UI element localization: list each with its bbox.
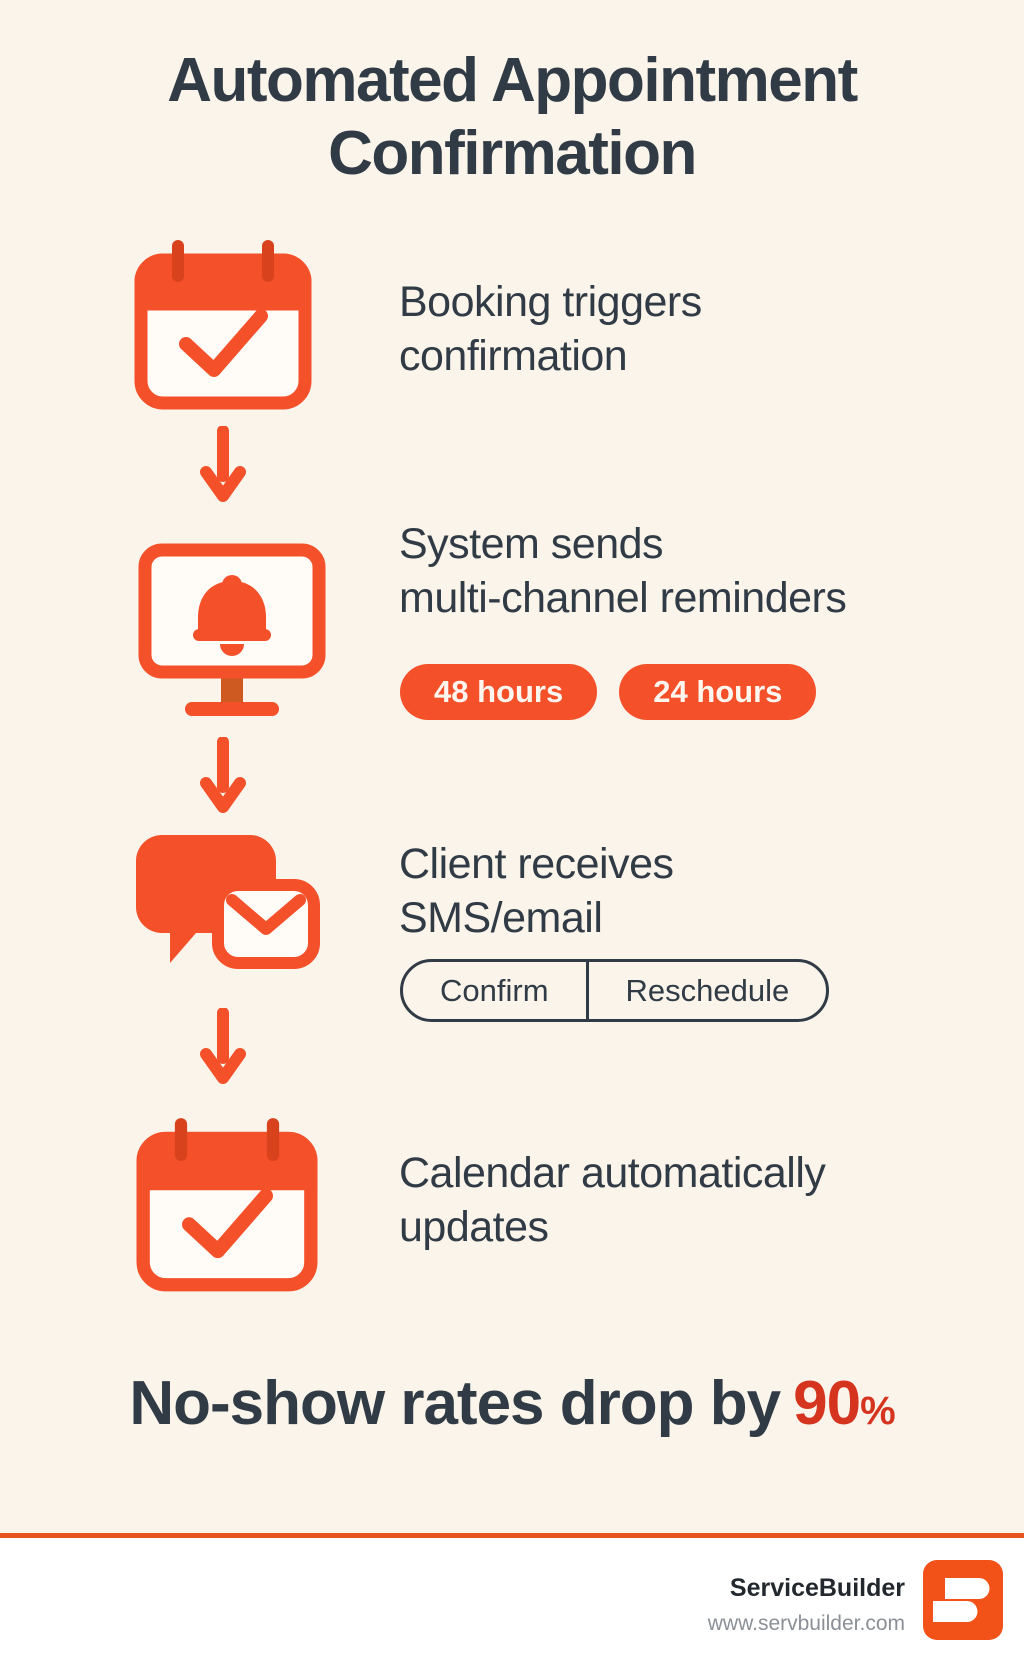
arrow-down-icon (200, 1008, 246, 1088)
step4-line1: Calendar automatically (399, 1149, 826, 1197)
response-button-group: Confirm Reschedule (400, 959, 830, 1022)
arrow-down-icon (200, 737, 246, 817)
button-divider (585, 962, 589, 1019)
step2-label: System sends multi-channel reminders (399, 517, 847, 625)
brand-name: ServiceBuilder (729, 1574, 905, 1602)
step2-line2: multi-channel reminders (399, 574, 847, 622)
reschedule-button[interactable]: Reschedule (589, 962, 827, 1019)
page-title-line1: Automated Appointment (167, 46, 858, 115)
step3-line2: SMS/email (399, 894, 603, 942)
step1-label: Booking triggers confirmation (399, 275, 702, 383)
badge-24-hours: 24 hours (619, 664, 817, 720)
step1-line1: Booking triggers (399, 278, 702, 326)
step3-label: Client receives SMS/email (399, 837, 674, 945)
stat-value: 90 (793, 1369, 861, 1438)
reminder-badges: 48 hours 24 hours (400, 664, 817, 720)
page-title: Automated Appointment Confirmation (0, 44, 1024, 190)
calendar-check-icon (136, 1113, 318, 1295)
step4-label: Calendar automatically updates (399, 1146, 826, 1254)
confirm-button[interactable]: Confirm (403, 962, 586, 1019)
headline-prefix: No-show rates drop by (129, 1369, 781, 1438)
footer-divider (0, 1533, 1024, 1538)
monitor-bell-icon (138, 543, 326, 717)
page-title-line2: Confirmation (328, 119, 697, 188)
website-url: www.servbuilder.com (707, 1612, 905, 1635)
step4-line2: updates (399, 1203, 549, 1251)
step2-line1: System sends (399, 520, 664, 568)
step1-line2: confirmation (399, 332, 628, 380)
chat-mail-icon (128, 833, 322, 969)
arrow-down-icon (200, 426, 246, 506)
footer-text: ServiceBuilder www.servbuilder.com (708, 1572, 905, 1638)
badge-48-hours: 48 hours (400, 664, 598, 720)
servicebuilder-logo-icon (923, 1560, 1003, 1640)
step3-line1: Client receives (399, 840, 674, 888)
footer: ServiceBuilder www.servbuilder.com (0, 1538, 1024, 1666)
calendar-check-icon (134, 238, 312, 410)
stat-unit: % (860, 1389, 896, 1433)
